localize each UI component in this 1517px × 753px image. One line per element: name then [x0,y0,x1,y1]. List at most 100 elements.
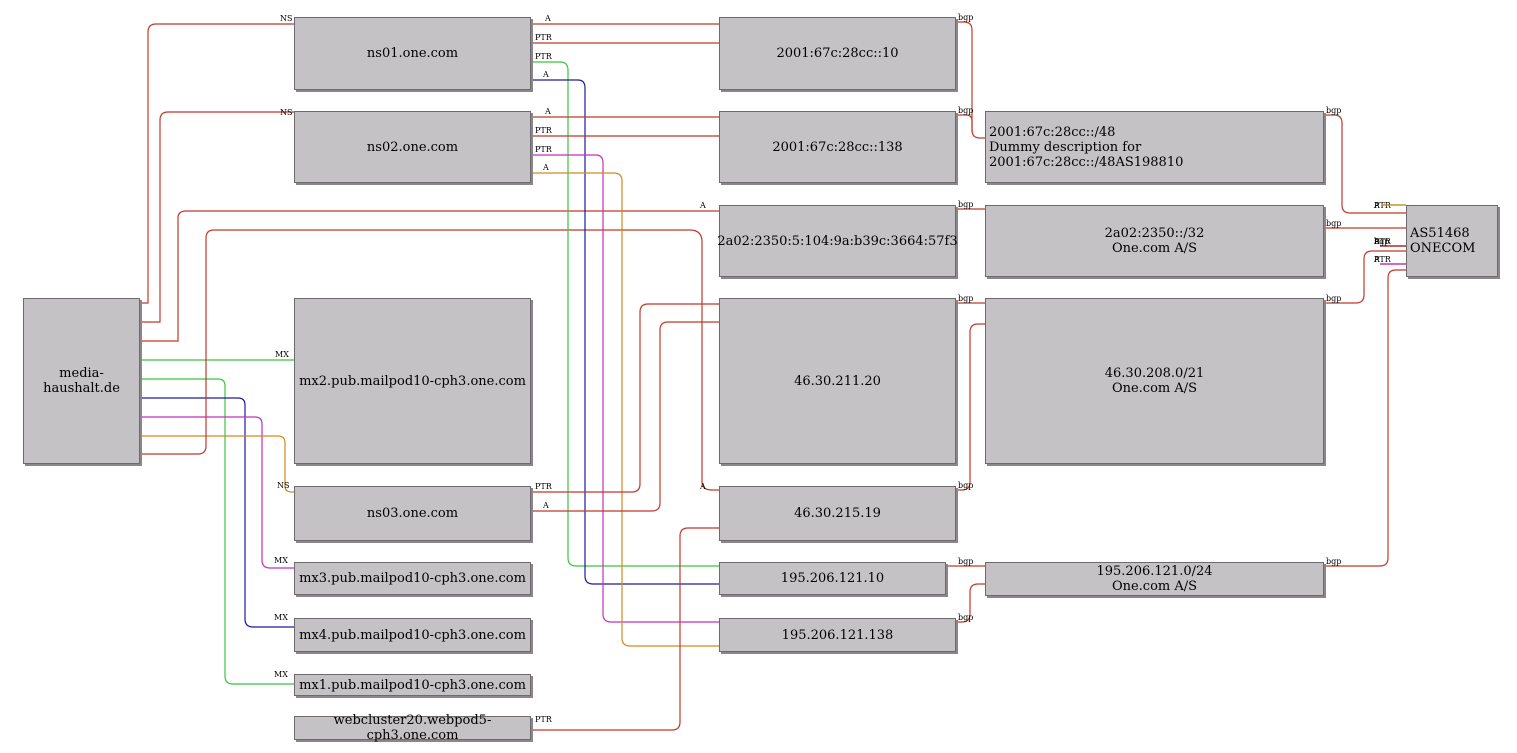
node-ip4-46-30-211-20[interactable]: 46.30.211.20 [719,298,956,464]
edge-line [956,583,985,623]
edge-label: A [699,482,706,491]
edge-line [140,111,294,323]
edge-a-18: A [531,321,719,512]
node-label: 2a02:2350:5:104:9a:b39c:3664:57f3 [717,233,958,249]
edge-label: A [544,107,551,116]
edge-bgp-27: bgp [956,106,973,132]
edge-label: PTR [535,33,553,42]
node-label: mx2.pub.mailpod10-cph3.one.com [299,373,526,389]
edge-bgp-33: bgp [1324,106,1406,214]
edge-label: A [542,163,549,172]
node-label: 46.30.208.0/21 [1104,366,1205,381]
node-label: 195.206.121.10 [780,571,885,586]
node-webcluster20[interactable]: webcluster20.webpod5-cph3.one.com [294,713,531,743]
edge-line [140,397,294,628]
edge-label: MX [274,613,288,622]
edge-line [531,154,719,623]
edge-ns-1: NS [140,108,294,323]
node-mx1[interactable]: mx1.pub.mailpod10-cph3.one.com [294,674,531,696]
edge-bgp-35: bgp [1324,250,1406,304]
edge-label: PTR [1374,255,1392,264]
edge-label: A [1373,255,1380,264]
edge-label: PTR [535,145,553,154]
edge-mx-4: MX [140,378,294,685]
edge-label: A [542,501,549,510]
edge-bgp-28: bgp [956,200,985,210]
node-media-haushalt[interactable]: media-haushalt.de [23,298,140,464]
edge-a-9: A [531,14,719,25]
edge-bgp-36: bgp [1324,269,1406,567]
node-label: ns02.one.com [366,139,459,155]
edge-label: PTR [535,52,553,61]
node-ip6-138[interactable]: 2001:67c:28cc::138 [719,111,956,183]
edge-line [531,79,719,585]
node-label: 46.30.215.19 [794,506,881,521]
edge-line [531,61,719,567]
node-description: One.com A/S [1111,579,1198,594]
edge-label: NS [277,481,289,490]
edge-line [531,527,719,731]
edge-label: NS [280,108,292,117]
node-mx4[interactable]: mx4.pub.mailpod10-cph3.one.com [294,618,531,652]
edge-label: bgp [1326,294,1341,303]
node-label: mx4.pub.mailpod10-cph3.one.com [299,627,526,643]
node-ns02[interactable]: ns02.one.com [294,111,531,183]
edge-label: bgp [958,294,973,303]
edge-a-13: A [531,107,719,118]
edge-label: bgp [958,200,973,209]
node-ns03[interactable]: ns03.one.com [294,486,531,541]
edge-label: bgp [1326,557,1341,566]
edge-line [1324,269,1406,567]
node-label: 2001:67c:28cc::10 [776,46,899,61]
edge-label: A [1373,237,1380,246]
node-description: One.com A/S [1111,381,1198,396]
edge-label: A [542,70,549,79]
node-label: ns03.one.com [366,506,459,521]
edge-label: bgp [1374,237,1389,246]
edge-a-8: A [140,229,719,491]
edge-line [140,229,719,491]
edge-label: PTR [535,126,553,135]
edge-line [140,416,294,569]
edge-label: bgp [1326,219,1341,228]
edge-ptr-15: PTR [531,145,719,623]
edge-bgp-26: bgp [956,13,985,139]
edge-label: MX [275,350,289,359]
edge-label: A [544,14,551,23]
node-ip4-195-206-121-138[interactable]: 195.206.121.138 [719,618,956,652]
edge-line [531,172,719,647]
edge-label: MX [274,670,288,679]
node-label: 2a02:2350::/32 [1104,226,1205,241]
edge-ptr-14: PTR [531,126,719,137]
node-description: Dummy description for 2001:67c:28cc::/48… [989,139,1184,170]
node-label: 195.206.121.138 [781,627,894,643]
node-ip6-10[interactable]: 2001:67c:28cc::10 [719,17,956,90]
edge-label: NS [280,14,292,23]
edge-line [531,303,719,493]
edge-mx-5: MX [140,397,294,628]
node-mx2[interactable]: mx2.pub.mailpod10-cph3.one.com [294,298,531,464]
edge-mx-6: MX [140,416,294,569]
edge-bgp-34: bgp [1324,219,1406,229]
edge-a-16: A [531,163,719,647]
node-ns01[interactable]: ns01.one.com [294,17,531,90]
node-ip6-2a02[interactable]: 2a02:2350:5:104:9a:b39c:3664:57f3 [717,205,958,277]
edge-bgp-37: bgp [1374,237,1406,247]
node-ip4-195-206-121-10[interactable]: 195.206.121.10 [719,562,946,595]
node-label: 46.30.211.20 [794,373,881,389]
edge-ns-7: NS [140,435,294,493]
node-mx3[interactable]: mx3.pub.mailpod10-cph3.one.com [294,562,531,595]
node-label: 195.206.121.0/24 [1096,564,1213,579]
edge-ptr-11: PTR [531,52,719,567]
node-description: ONECOM [1410,241,1476,256]
edge-line [1324,114,1406,214]
node-ip4-46-30-215-19[interactable]: 46.30.215.19 [719,486,956,541]
node-label: 2001:67c:28cc::138 [772,139,903,155]
